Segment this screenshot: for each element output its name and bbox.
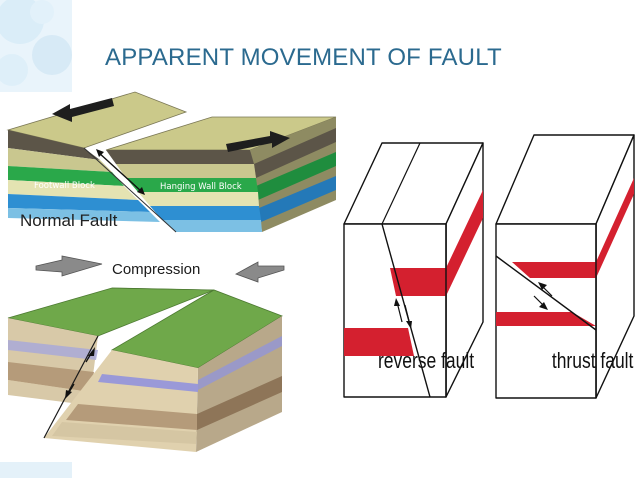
hanging-wall-label: Hanging Wall Block bbox=[160, 182, 242, 192]
reverse-fault-diagram bbox=[343, 142, 484, 398]
normal-fault-diagram bbox=[6, 91, 337, 233]
slide-title: APPARENT MOVEMENT OF FAULT bbox=[105, 44, 502, 71]
compression-label: Compression bbox=[112, 261, 200, 278]
reverse-fault-strata bbox=[344, 142, 483, 398]
normal-fault-label: Normal Fault bbox=[20, 211, 118, 230]
thrust-fault-label: thrust fault bbox=[552, 349, 634, 373]
compression-diagram bbox=[7, 255, 285, 452]
reverse-fault-label: reverse fault bbox=[378, 349, 475, 373]
footwall-label: Footwall Block bbox=[34, 181, 95, 191]
thrust-fault-strata bbox=[495, 178, 634, 398]
decorative-border bbox=[0, 0, 72, 478]
